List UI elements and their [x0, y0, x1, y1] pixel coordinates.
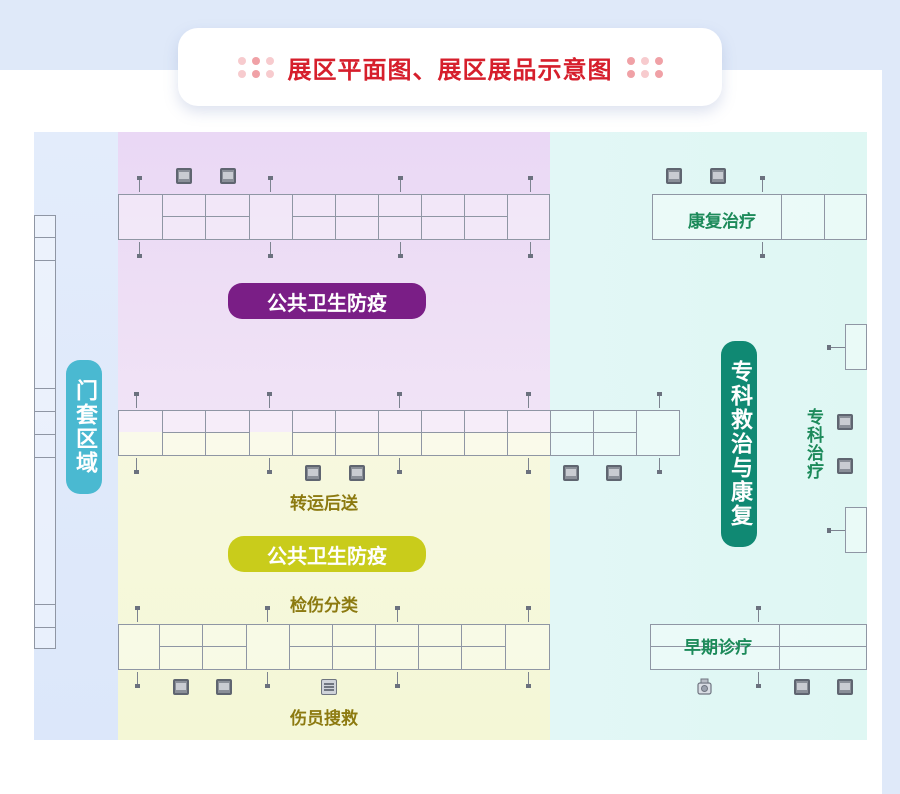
decorative-dots-left [237, 56, 274, 78]
robot-icon [697, 678, 712, 695]
booth-row-early [650, 624, 867, 670]
monitor-icon [216, 679, 232, 695]
booth-row-middle [118, 410, 680, 456]
monitor-icon [666, 168, 682, 184]
device-icon [321, 679, 337, 695]
monitor-icon [837, 679, 853, 695]
entrance-wall [34, 215, 56, 649]
monitor-icon [710, 168, 726, 184]
monitor-icon [563, 465, 579, 481]
booth-row-rehab [652, 194, 867, 240]
specialty-region [550, 132, 867, 740]
monitor-icon [349, 465, 365, 481]
monitor-icon [794, 679, 810, 695]
monitor-icon [305, 465, 321, 481]
booth-row-top [118, 194, 550, 240]
decorative-dots-right [626, 56, 663, 78]
label-triage: 检伤分类 [290, 596, 358, 616]
zone-label-specialty-rehab: 专科救治与康复 [721, 341, 757, 547]
label-early-treatment: 早期诊疗 [684, 638, 752, 658]
monitor-icon [220, 168, 236, 184]
label-transport: 转运后送 [290, 494, 358, 514]
label-search-rescue: 伤员搜救 [290, 709, 358, 729]
zone-label-public-health-bottom: 公共卫生防疫 [228, 536, 426, 572]
zone-label-entrance: 门套区域 [66, 360, 102, 494]
label-rehab-treatment: 康复治疗 [688, 212, 756, 232]
monitor-icon [606, 465, 622, 481]
monitor-icon [173, 679, 189, 695]
booth-row-bottom [118, 624, 550, 670]
title-banner: 展区平面图、展区展品示意图 [178, 28, 722, 106]
page-title: 展区平面图、展区展品示意图 [287, 55, 613, 84]
monitor-icon [837, 414, 853, 430]
label-specialty-treatment: 专科治疗 [803, 408, 823, 480]
monitor-icon [176, 168, 192, 184]
right-wall-booth-2 [845, 507, 867, 553]
zone-label-public-health-top: 公共卫生防疫 [228, 283, 426, 319]
monitor-icon [837, 458, 853, 474]
right-wall-booth-1 [845, 324, 867, 370]
